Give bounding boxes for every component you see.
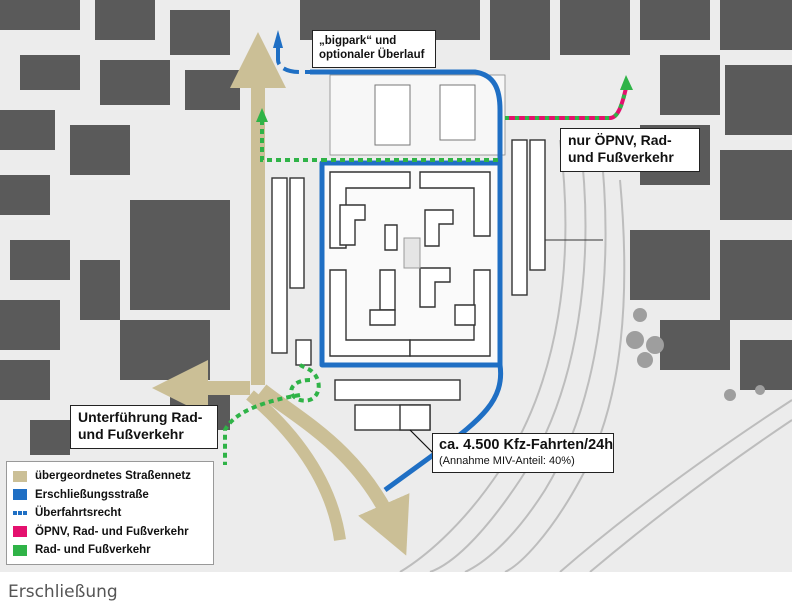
crossing-right: [276, 59, 475, 74]
legend-swatch-access-road: [13, 489, 27, 501]
callout-oepnv: nur ÖPNV, Rad- und Fußverkehr: [560, 128, 700, 172]
map-legend: übergeordnetes Straßennetz Erschließungs…: [6, 461, 214, 565]
legend-label: Rad- und Fußverkehr: [35, 544, 151, 557]
south-buildings: [334, 379, 461, 431]
legend-item-main-road: übergeordnetes Straßennetz: [13, 467, 207, 486]
callout-underpass-line1: Unterführung Rad-: [78, 409, 203, 425]
legend-item-access-road: Erschließungsstraße: [13, 486, 207, 505]
transit-arrow: [620, 75, 633, 90]
legend-label: Überfahrtsrecht: [35, 507, 122, 520]
west-row-buildings: [271, 177, 312, 366]
legend-item-transit: ÖPNV, Rad- und Fußverkehr: [13, 523, 207, 542]
crossing-arrow: [273, 30, 283, 48]
legend-swatch-pedestrian: [13, 544, 27, 556]
callout-traffic-line1: ca. 4.500 Kfz-Fahrten/24h: [439, 437, 614, 453]
legend-swatch-transit: [13, 526, 27, 538]
callout-bigpark: „bigpark“ und optionaler Überlauf: [312, 30, 436, 68]
context-buildings-top: [300, 0, 630, 60]
legend-item-pedestrian: Rad- und Fußverkehr: [13, 541, 207, 560]
transit-route: [505, 87, 628, 120]
callout-traffic-line2: (Annahme MIV-Anteil: 40%): [439, 454, 575, 467]
east-row-buildings: [511, 139, 546, 296]
building-north-1: [374, 84, 411, 146]
callout-underpass: Unterführung Rad- und Fußverkehr: [70, 405, 218, 449]
building-north-2: [439, 84, 476, 141]
callout-oepnv-line1: nur ÖPNV, Rad-: [568, 132, 672, 148]
quarter-buildings: [329, 171, 491, 357]
site-access-map: „bigpark“ und optionaler Überlauf nur ÖP…: [0, 0, 792, 572]
trees: [626, 308, 765, 401]
crossing-arrow-stem: [276, 46, 280, 60]
callout-oepnv-line2: und Fußverkehr: [568, 149, 674, 166]
callout-bigpark-line1: „bigpark“ und: [319, 35, 397, 47]
pedestrian-arrow: [256, 108, 268, 122]
legend-label: Erschließungsstraße: [35, 488, 149, 501]
context-buildings-right: [630, 0, 792, 390]
parking-area: [329, 74, 506, 156]
central-plaza: [403, 237, 421, 269]
legend-swatch-main-road: [13, 470, 27, 482]
legend-swatch-crossing-right: [13, 511, 27, 516]
legend-label: übergeordnetes Straßennetz: [35, 470, 191, 483]
figure-caption: Erschließung: [8, 582, 118, 602]
callout-bigpark-line2: optionaler Überlauf: [319, 49, 425, 62]
legend-label: ÖPNV, Rad- und Fußverkehr: [35, 525, 189, 538]
callout-traffic: ca. 4.500 Kfz-Fahrten/24h (Annahme MIV-A…: [432, 433, 614, 473]
callout-underpass-line2: und Fußverkehr: [78, 426, 184, 443]
pedestrian-routes: [223, 120, 500, 465]
legend-item-crossing-right: Überfahrtsrecht: [13, 504, 207, 523]
